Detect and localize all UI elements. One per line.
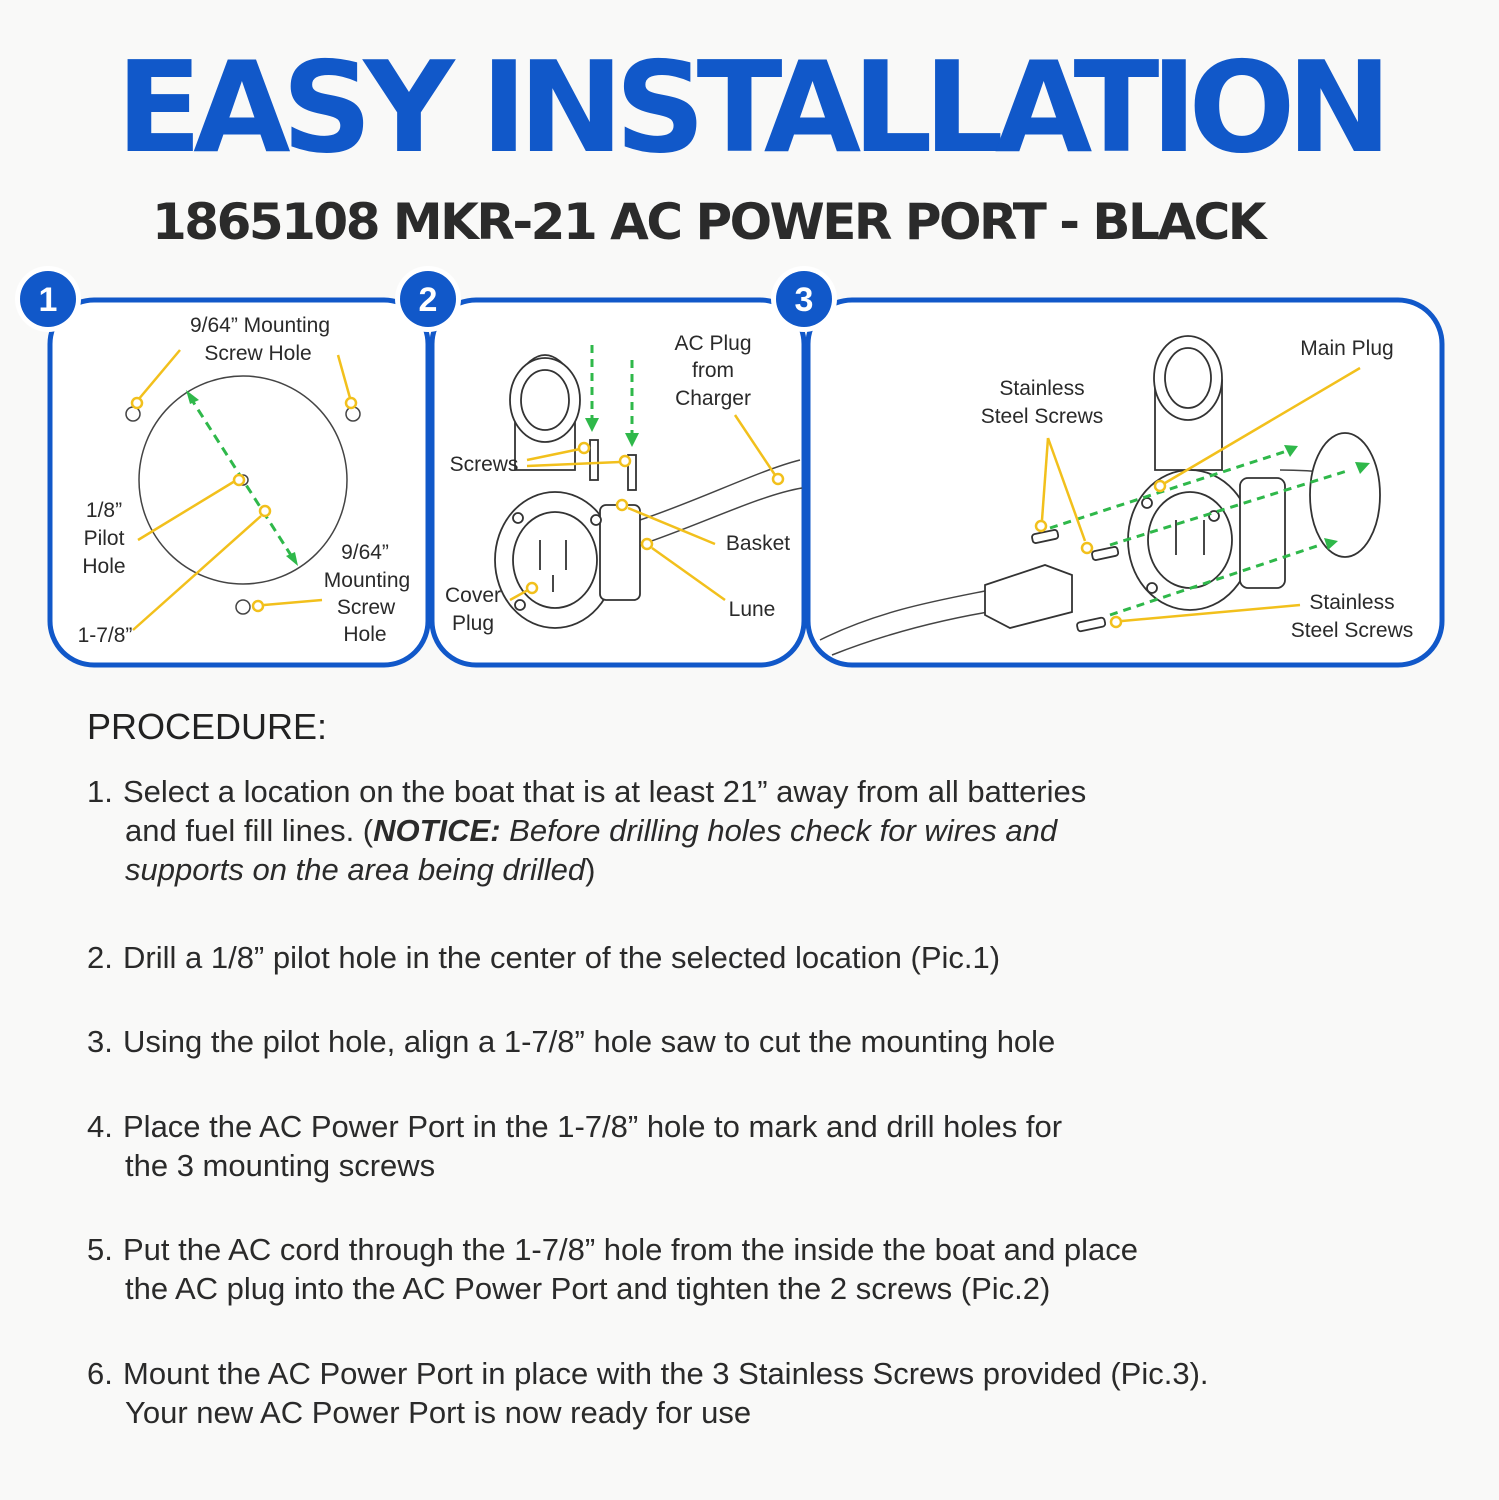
step-text: ) [585, 852, 596, 887]
step-number: 4. [87, 1109, 113, 1144]
label-screws: Screws [450, 453, 519, 476]
label-screw-hole-top: Screw Hole [204, 342, 311, 365]
label-screw-hole-top: 9/64” Mounting [190, 314, 330, 337]
arrow-head-icon [1284, 445, 1298, 457]
panel-1-badge-number: 1 [39, 281, 58, 319]
arrow-head-icon [625, 433, 639, 447]
panel-2-callouts [509, 414, 785, 602]
step-4: 4. Place the AC Power Port in the 1-7/8” … [87, 1107, 1062, 1185]
label-cover-plug: Plug [452, 612, 494, 635]
step-text: Drill a 1/8” pilot hole in the center of… [123, 940, 1001, 975]
mounting-hole-outline [138, 375, 348, 585]
notice-text: Before drilling holes check for wires an… [500, 813, 1058, 848]
panel-3: 3 [771, 266, 1445, 668]
label-ac-plug: from [692, 359, 734, 382]
notice-label: NOTICE: [373, 813, 501, 848]
label-basket: Basket [726, 532, 790, 555]
panel-3-callouts [1034, 366, 1361, 629]
step-text: Using the pilot hole, align a 1-7/8” hol… [123, 1024, 1056, 1059]
notice-text: supports on the area being drilled [125, 852, 586, 887]
label-pilot-hole: Hole [82, 555, 125, 578]
label-pilot-hole: Pilot [84, 527, 125, 550]
step-number: 6. [87, 1356, 113, 1391]
step-number: 1. [87, 774, 113, 809]
label-pilot-hole: 1/8” [86, 499, 122, 522]
step-text: Place the AC Power Port in the 1-7/8” ho… [123, 1109, 1063, 1144]
arrow-head-icon [286, 552, 298, 566]
installation-diagrams: 1 9/64” Mounting Screw Hole 1/8” [15, 266, 1445, 668]
step-text: Mount the AC Power Port in place with th… [123, 1356, 1209, 1391]
label-ac-plug: AC Plug [674, 332, 751, 355]
step-text: and fuel fill lines. ( [125, 813, 374, 848]
panel-2-badge: 2 [395, 266, 461, 332]
label-screw-hole-right: Hole [343, 623, 386, 646]
step-text: Your new AC Power Port is now ready for … [125, 1395, 752, 1430]
step-text: the 3 mounting screws [125, 1148, 436, 1183]
step-5: 5. Put the AC cord through the 1-7/8” hol… [87, 1230, 1138, 1308]
label-main-plug: Main Plug [1300, 337, 1393, 360]
arrow-head-icon [585, 418, 599, 432]
step-3: 3. Using the pilot hole, align a 1-7/8” h… [87, 1022, 1055, 1061]
label-screw-hole-right: 9/64” [341, 541, 389, 564]
label-lune: Lune [729, 598, 776, 621]
step-1: 1. Select a location on the boat that is … [87, 772, 1086, 889]
step-text: Put the AC cord through the 1-7/8” hole … [123, 1232, 1139, 1267]
label-ss-screws-top: Steel Screws [981, 405, 1104, 428]
label-ac-plug: Charger [675, 387, 751, 410]
screw-hole-bottom [235, 599, 251, 615]
panel-3-badge: 3 [771, 266, 837, 332]
panel-1-callouts [130, 349, 358, 631]
label-hole-size: 1-7/8” [78, 624, 133, 647]
label-ss-screws-top: Stainless [999, 377, 1084, 400]
arrow-head-icon [1355, 462, 1370, 474]
label-ss-screws-bottom: Stainless [1309, 591, 1394, 614]
panel-3-badge-number: 3 [795, 281, 814, 319]
step-6: 6. Mount the AC Power Port in place with … [87, 1354, 1209, 1432]
panel-1: 1 9/64” Mounting Screw Hole 1/8” [15, 266, 431, 668]
procedure-heading: PROCEDURE: [87, 706, 328, 747]
product-subtitle: 1865108 MKR-21 AC POWER PORT - BLACK [151, 193, 1267, 251]
step-number: 3. [87, 1024, 113, 1059]
panel-1-badge: 1 [15, 266, 81, 332]
step-number: 5. [87, 1232, 113, 1267]
label-screw-hole-right: Screw [337, 596, 396, 619]
arrow-head-icon [1324, 538, 1338, 550]
page-title: EASY INSTALLATION [116, 34, 1392, 181]
panel-2-badge-number: 2 [419, 281, 438, 319]
label-cover-plug: Cover [445, 584, 501, 607]
arrow-head-icon [186, 390, 199, 404]
step-text: Select a location on the boat that is at… [123, 774, 1087, 809]
panel-3-arrows [1049, 448, 1351, 617]
label-screw-hole-right: Mounting [324, 569, 410, 592]
label-ss-screws-bottom: Steel Screws [1291, 619, 1414, 642]
panel-2: 2 [395, 266, 807, 668]
step-number: 2. [87, 940, 113, 975]
step-2: 2. Drill a 1/8” pilot hole in the center … [87, 938, 1000, 977]
step-text: the AC plug into the AC Power Port and t… [125, 1271, 1051, 1306]
